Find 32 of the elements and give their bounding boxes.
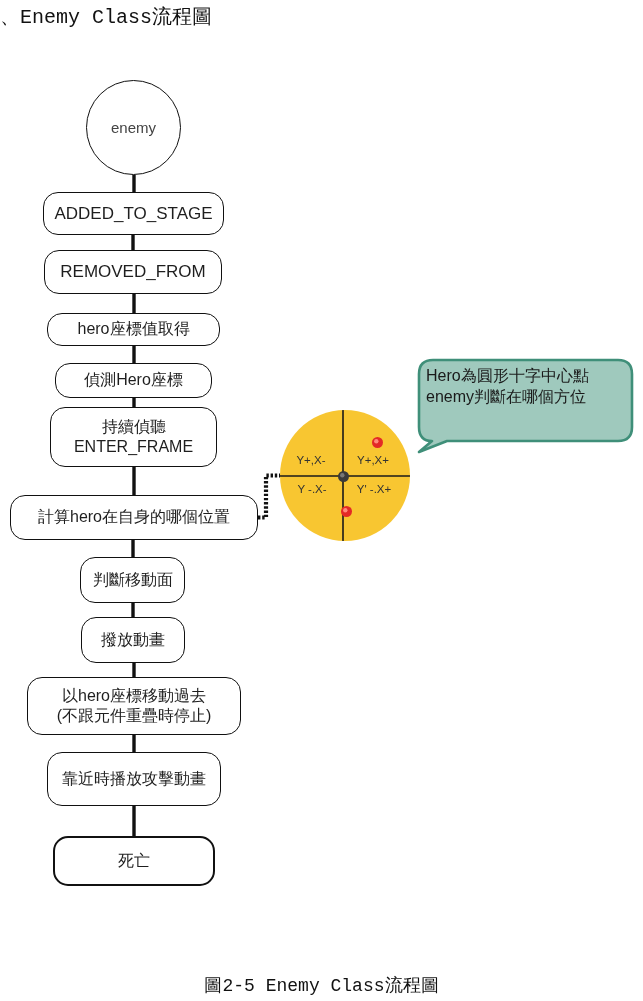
figure-caption: 圖2-5 Enemy Class流程圖 bbox=[203, 975, 440, 997]
connector-line bbox=[132, 467, 136, 495]
connector-line bbox=[131, 235, 135, 250]
connector-line bbox=[132, 398, 136, 407]
connector-line bbox=[132, 294, 136, 313]
quadrant-label: Y+,X+ bbox=[357, 454, 389, 466]
process-box: 靠近時播放攻擊動畫 bbox=[47, 752, 221, 806]
process-box: 撥放動畫 bbox=[81, 617, 185, 663]
process-box: 偵測Hero座標 bbox=[55, 363, 212, 398]
connector-line bbox=[132, 663, 136, 677]
quadrant-label: Y -.X- bbox=[297, 483, 327, 495]
process-box: ADDED_TO_STAGE bbox=[43, 192, 224, 235]
connector-line bbox=[132, 806, 136, 836]
end-box: 死亡 bbox=[53, 836, 215, 886]
quadrant-label: Y' -.X+ bbox=[356, 483, 392, 495]
connector-line bbox=[132, 175, 136, 192]
callout-text: Hero為圓形十字中心點enemy判斷在哪個方位 bbox=[426, 366, 590, 408]
process-box: 以hero座標移動過去(不跟元件重疊時停止) bbox=[27, 677, 241, 735]
process-box: 計算hero在自身的哪個位置 bbox=[10, 495, 258, 540]
connector-line bbox=[131, 540, 135, 557]
connector-line bbox=[132, 735, 136, 752]
quadrant-label: Y+,X- bbox=[296, 454, 326, 466]
process-box: 判斷移動面 bbox=[80, 557, 185, 603]
start-circle: enemy bbox=[86, 80, 181, 175]
connector-line bbox=[132, 346, 136, 363]
speech-bubble bbox=[417, 358, 634, 454]
heading: 、Enemy Class流程圖 bbox=[0, 5, 213, 30]
process-box: hero座標值取得 bbox=[47, 313, 220, 346]
dotted-connector bbox=[258, 473, 280, 520]
process-box: 持續偵聽ENTER_FRAME bbox=[50, 407, 217, 467]
connector-line bbox=[131, 603, 135, 617]
process-box: REMOVED_FROM bbox=[44, 250, 222, 294]
